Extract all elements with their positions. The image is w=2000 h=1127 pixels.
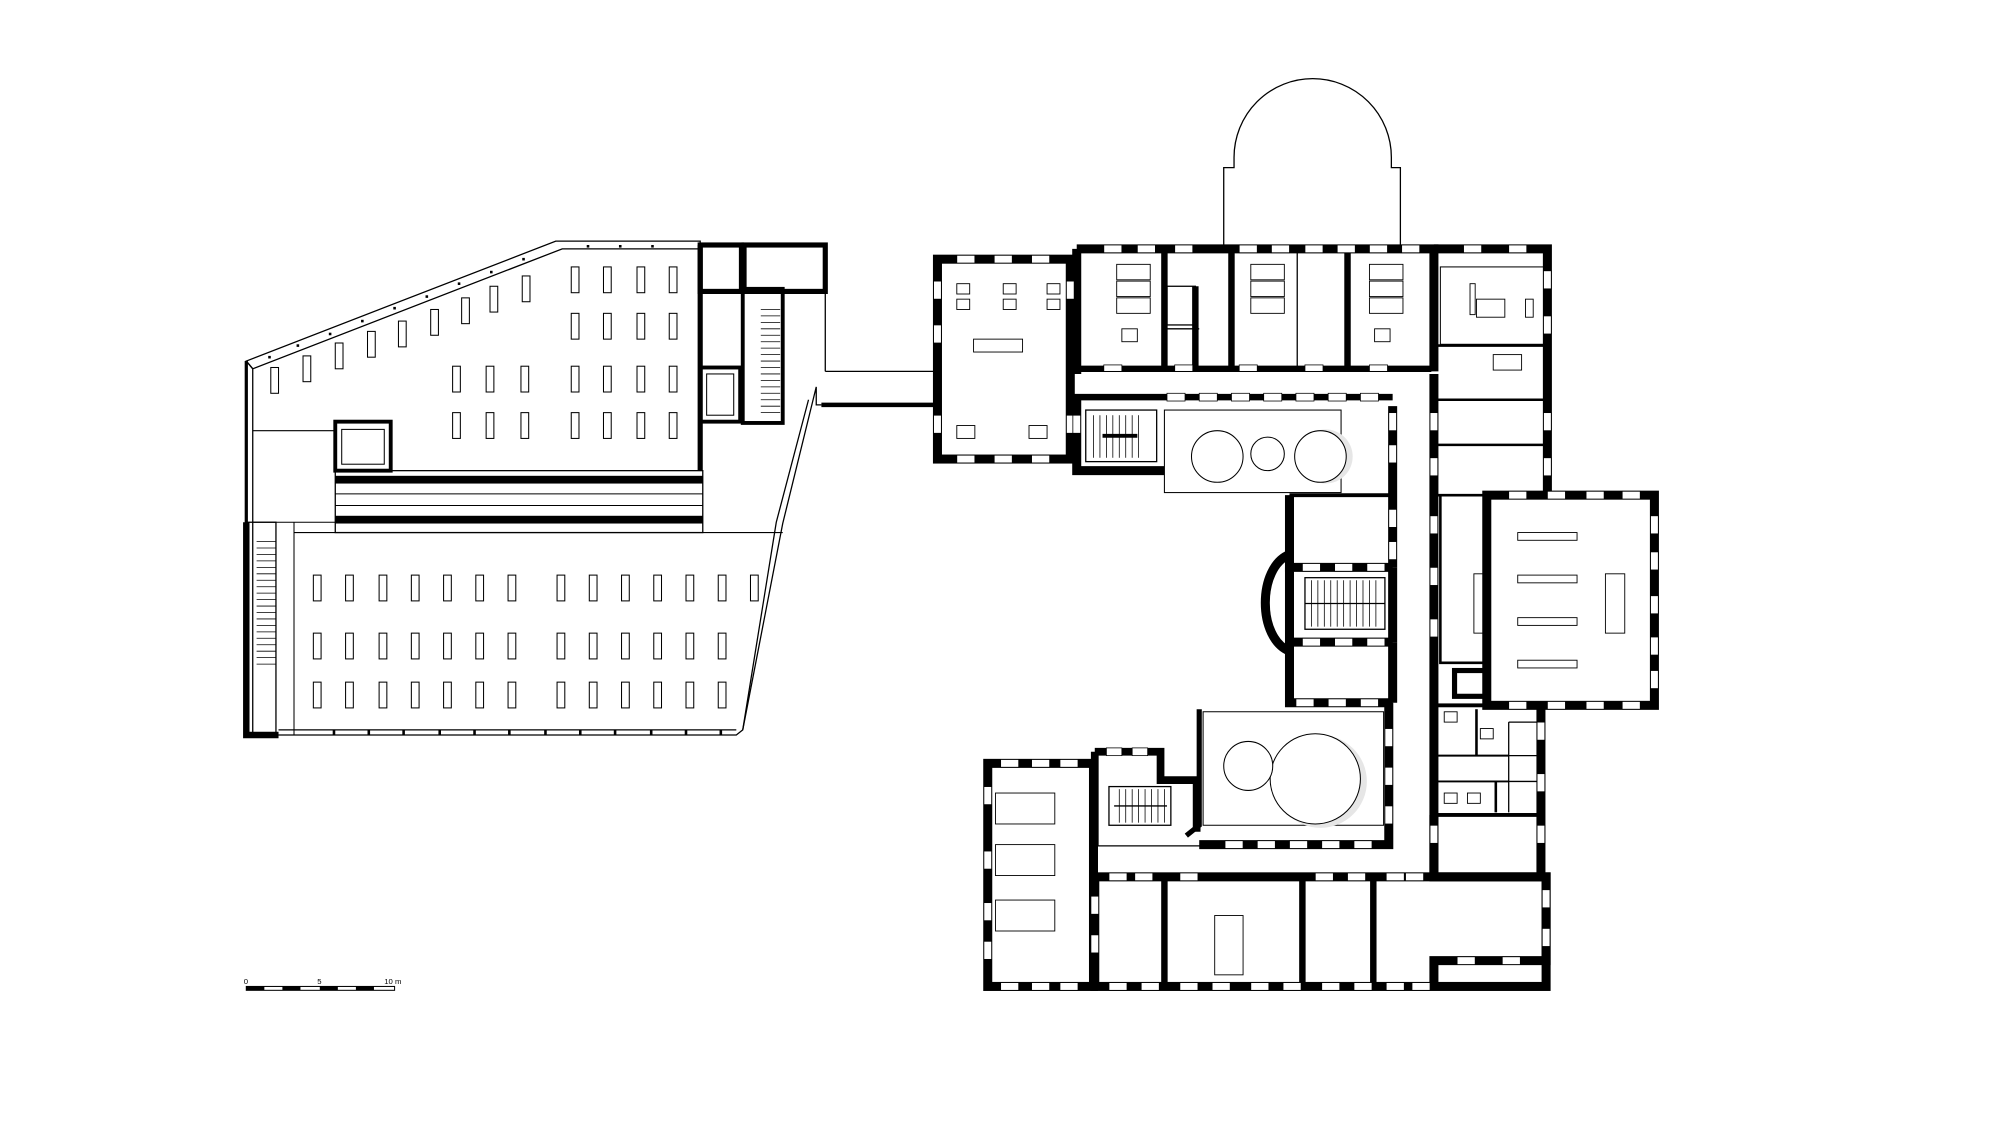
scale-bar-tick-10m: 10 m bbox=[384, 977, 401, 986]
scale-bar-tick-0: 0 bbox=[244, 977, 248, 986]
west-wing bbox=[243, 240, 828, 739]
curved-stair-tower bbox=[1260, 550, 1292, 656]
west-reading-desks bbox=[270, 266, 759, 709]
link-bridge bbox=[821, 370, 939, 413]
stair-core-west bbox=[740, 286, 785, 425]
sw-pavilion bbox=[983, 758, 1099, 991]
east-reading-pavilion bbox=[1482, 490, 1659, 710]
furniture bbox=[956, 263, 1626, 976]
service-core-ne bbox=[697, 242, 745, 294]
west-stair-treads bbox=[256, 541, 276, 665]
south-glazing-mullions bbox=[332, 729, 723, 735]
north-lounge bbox=[1163, 409, 1353, 494]
north-glazing-mullions bbox=[268, 245, 654, 359]
south-lounge bbox=[1202, 711, 1385, 828]
stairs-historic bbox=[1085, 409, 1386, 823]
scale-bar-tick-5: 5 bbox=[317, 977, 321, 986]
lift-core-ne bbox=[698, 365, 743, 424]
stair-core-west-treads bbox=[760, 309, 781, 414]
meeting-pavilion bbox=[932, 254, 1075, 464]
scale-bar: 0 5 10 m bbox=[244, 977, 401, 991]
north-apse bbox=[1223, 78, 1402, 245]
window-openings bbox=[933, 244, 1659, 991]
